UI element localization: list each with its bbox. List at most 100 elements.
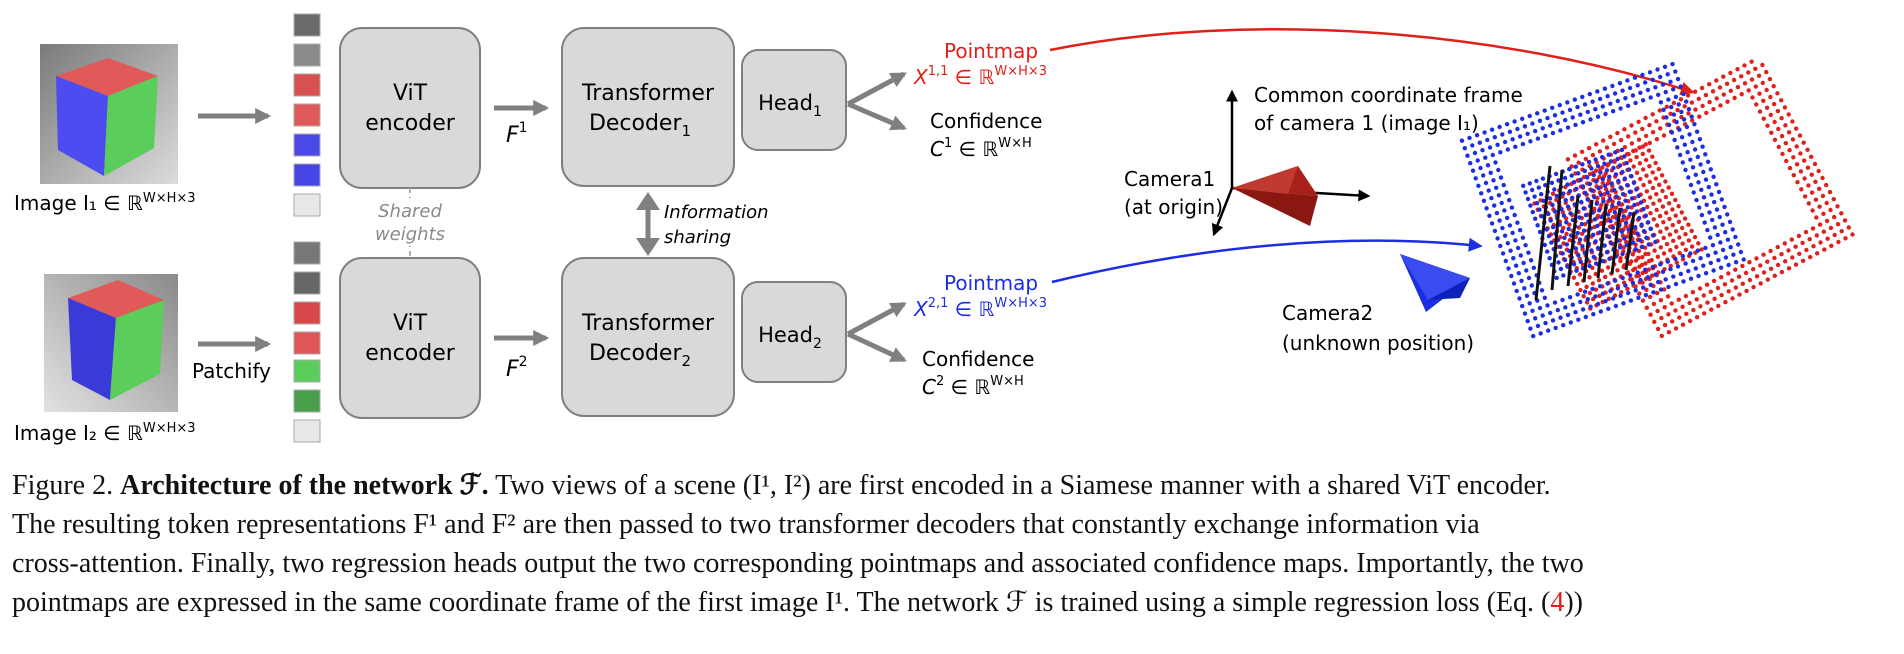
pointcloud-dot xyxy=(1566,226,1571,232)
pointcloud-dot xyxy=(1658,245,1664,250)
pointcloud-dot xyxy=(1502,139,1508,145)
pointcloud-dot xyxy=(1591,232,1596,237)
pointcloud-dot xyxy=(1724,81,1730,87)
pointcloud-dot xyxy=(1610,215,1616,220)
pointcloud-dot xyxy=(1658,126,1663,131)
pointcloud-dot xyxy=(1736,274,1742,279)
pointcloud-dot xyxy=(1632,202,1637,208)
pointcloud-dot xyxy=(1600,165,1605,170)
pointcloud-dot xyxy=(1643,80,1648,85)
pointcloud-dot xyxy=(1520,303,1525,309)
pointcloud-dot xyxy=(1604,250,1610,255)
pointcloud-dot xyxy=(1671,112,1677,117)
pointcloud-dot xyxy=(1561,213,1567,218)
pointcloud-dot xyxy=(1673,69,1678,74)
pointcloud-dot xyxy=(1654,207,1659,213)
pointcloud-dot xyxy=(1575,104,1580,110)
pointcloud-dot xyxy=(1473,176,1478,181)
pointcloud-dot xyxy=(1604,168,1610,173)
head-2-output-arrows xyxy=(846,301,907,363)
pointcloud-dot xyxy=(1550,191,1556,196)
pointcloud-dot xyxy=(1761,116,1766,121)
pointcloud-dot xyxy=(1545,115,1550,121)
pointcloud-dot xyxy=(1722,282,1728,287)
pointcloud-dot xyxy=(1581,294,1586,299)
pointcloud-dot xyxy=(1617,81,1623,86)
pointcloud-dot xyxy=(1621,214,1626,219)
pointcloud-dot xyxy=(1740,263,1745,269)
pointcloud-dot xyxy=(1594,168,1599,173)
pointcloud-dot xyxy=(1629,196,1635,201)
pointcloud-dot xyxy=(1552,300,1558,305)
pointcloud-dot xyxy=(1711,107,1716,112)
pointcloud-dot xyxy=(1674,119,1679,125)
svg-text:encoder: encoder xyxy=(365,111,456,136)
pointcloud-dot xyxy=(1676,297,1682,302)
pointcloud-dot xyxy=(1751,267,1756,272)
pointcloud-dot xyxy=(1775,91,1780,96)
pointcloud-dot xyxy=(1629,141,1635,146)
pointcloud-dot xyxy=(1820,193,1826,199)
pointcloud-dot xyxy=(1794,144,1799,149)
pointcloud-dot xyxy=(1729,278,1735,283)
pointcloud-dot xyxy=(1661,107,1666,113)
pointcloud-dot xyxy=(1711,174,1716,179)
pointcloud-dot xyxy=(1592,195,1597,200)
pointcloud-dot xyxy=(1547,256,1552,261)
pointcloud-dot xyxy=(1487,213,1492,218)
pointcloud-dot xyxy=(1705,300,1710,305)
caption-equation-ref[interactable]: 4 xyxy=(1550,587,1565,618)
pointcloud-dot xyxy=(1603,171,1608,176)
pointcloud-dot xyxy=(1650,264,1656,270)
pointcloud-dot xyxy=(1572,97,1578,102)
pointcloud-dot xyxy=(1667,216,1672,222)
pointcloud-dot xyxy=(1687,300,1692,306)
pointcloud-dot xyxy=(1562,257,1568,263)
pointcloud-dot xyxy=(1726,289,1731,294)
pointcloud-dot xyxy=(1711,278,1717,284)
pointcloud-dot xyxy=(1757,109,1763,114)
pointcloud-dot xyxy=(1629,174,1634,179)
pointcloud-dot xyxy=(1666,201,1672,206)
pointcloud-dot xyxy=(1492,135,1498,140)
pointcloud-dot xyxy=(1716,189,1722,195)
common-frame-label-2: of camera 1 (image I₁) xyxy=(1254,111,1479,135)
pointcloud-dot xyxy=(1680,304,1685,309)
pointcloud-dot xyxy=(1646,242,1652,247)
pointcloud-dot xyxy=(1761,270,1767,275)
pointcloud-dot xyxy=(1526,250,1531,255)
pointcloud-dot xyxy=(1548,218,1553,223)
pointcloud-dot xyxy=(1543,320,1548,326)
pointcloud-dot xyxy=(1661,133,1667,138)
pointcloud-dot xyxy=(1629,205,1634,210)
pointcloud-dot xyxy=(1721,92,1727,97)
pointcloud-dot xyxy=(1707,210,1712,215)
pointcloud-dot xyxy=(1692,122,1697,127)
pointcloud-dot xyxy=(1646,148,1652,153)
pointcloud-dot xyxy=(1722,204,1727,210)
pointcloud-dot xyxy=(1528,326,1533,331)
pointcloud-dot xyxy=(1533,316,1538,321)
pointcloud-dot xyxy=(1501,182,1506,188)
pointcloud-dot xyxy=(1720,247,1726,253)
svg-text:Transformer: Transformer xyxy=(581,311,715,336)
pointcloud-dot xyxy=(1690,139,1695,145)
pointcloud-dot xyxy=(1754,256,1759,261)
pointcloud-dot xyxy=(1573,310,1578,315)
pointcloud-dot xyxy=(1635,270,1640,275)
pointcloud-dot xyxy=(1687,132,1692,137)
pointcloud-dot xyxy=(1550,224,1556,230)
pointcloud-dot xyxy=(1640,298,1646,303)
pointcloud-dot xyxy=(1512,119,1517,124)
pointcloud-dot xyxy=(1818,240,1823,245)
pointcloud-dot xyxy=(1616,178,1621,184)
pointcloud-dot xyxy=(1558,266,1564,272)
pointcloud-dot xyxy=(1607,256,1612,261)
pointcloud-dot xyxy=(1656,92,1661,98)
pointcloud-dot xyxy=(1628,298,1634,303)
pointcloud-dot xyxy=(1570,302,1576,307)
pointcloud-dot xyxy=(1630,252,1636,257)
pointcloud-dot xyxy=(1768,248,1773,254)
pointcloud-dot xyxy=(1723,230,1728,235)
pointcloud-dot xyxy=(1593,107,1598,112)
